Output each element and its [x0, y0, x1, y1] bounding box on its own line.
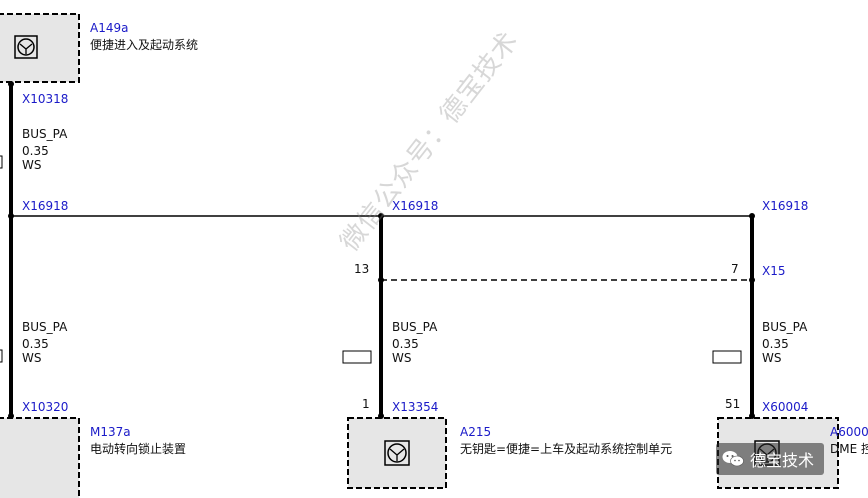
wire-color: WS	[22, 351, 42, 365]
connector-x10318: X10318	[22, 92, 69, 106]
wire-color: WS	[22, 158, 42, 172]
connector-x16918-right: X16918	[762, 199, 809, 213]
pin-mid-top: 13	[354, 262, 370, 276]
a6000-code: A6000	[830, 425, 868, 439]
pin-right-top: 7	[731, 262, 739, 276]
wire-size: 0.35	[22, 144, 49, 158]
wire-size: 0.35	[22, 337, 49, 351]
wire-color: WS	[762, 351, 782, 365]
a149a-name: 便捷进入及起动系统	[90, 38, 199, 52]
pin-right-bottom: 51	[725, 397, 741, 411]
m137a-box	[0, 417, 80, 498]
watermark-badge-text: 德宝技术	[750, 451, 815, 470]
connector-x15: X15	[762, 264, 786, 278]
a215-box	[347, 417, 447, 489]
a215-code: A215	[460, 425, 492, 439]
connector-x16918-mid: X16918	[392, 199, 439, 213]
pin-mid-bottom: 1	[362, 397, 370, 411]
connector-x60004: X60004	[762, 400, 809, 414]
wire-bus: BUS_PA	[22, 127, 68, 141]
wire-size: 0.35	[762, 337, 789, 351]
connector-tag	[342, 350, 372, 364]
a149a-box	[0, 13, 80, 83]
watermark-badge: 德宝技术	[716, 443, 825, 475]
module-symbol-icon	[384, 440, 410, 466]
wire-color: WS	[392, 351, 412, 365]
wechat-icon	[722, 450, 744, 468]
wire-bus: BUS_PA	[762, 320, 808, 334]
connector-x13354: X13354	[392, 400, 439, 414]
wire-size: 0.35	[392, 337, 419, 351]
connector-tag	[712, 350, 742, 364]
m137a-name: 电动转向锁止装置	[90, 442, 187, 456]
a149a-code: A149a	[90, 21, 129, 35]
connector-x10320: X10320	[22, 400, 69, 414]
wire-bus: BUS_PA	[392, 320, 438, 334]
wire-bus: BUS_PA	[22, 320, 68, 334]
a215-name: 无钥匙=便捷=上车及起动系统控制单元	[460, 442, 673, 456]
connector-x16918-left: X16918	[22, 199, 69, 213]
a6000-name: DME 控	[830, 442, 868, 456]
module-symbol-icon	[14, 35, 38, 59]
m137a-code: M137a	[90, 425, 131, 439]
